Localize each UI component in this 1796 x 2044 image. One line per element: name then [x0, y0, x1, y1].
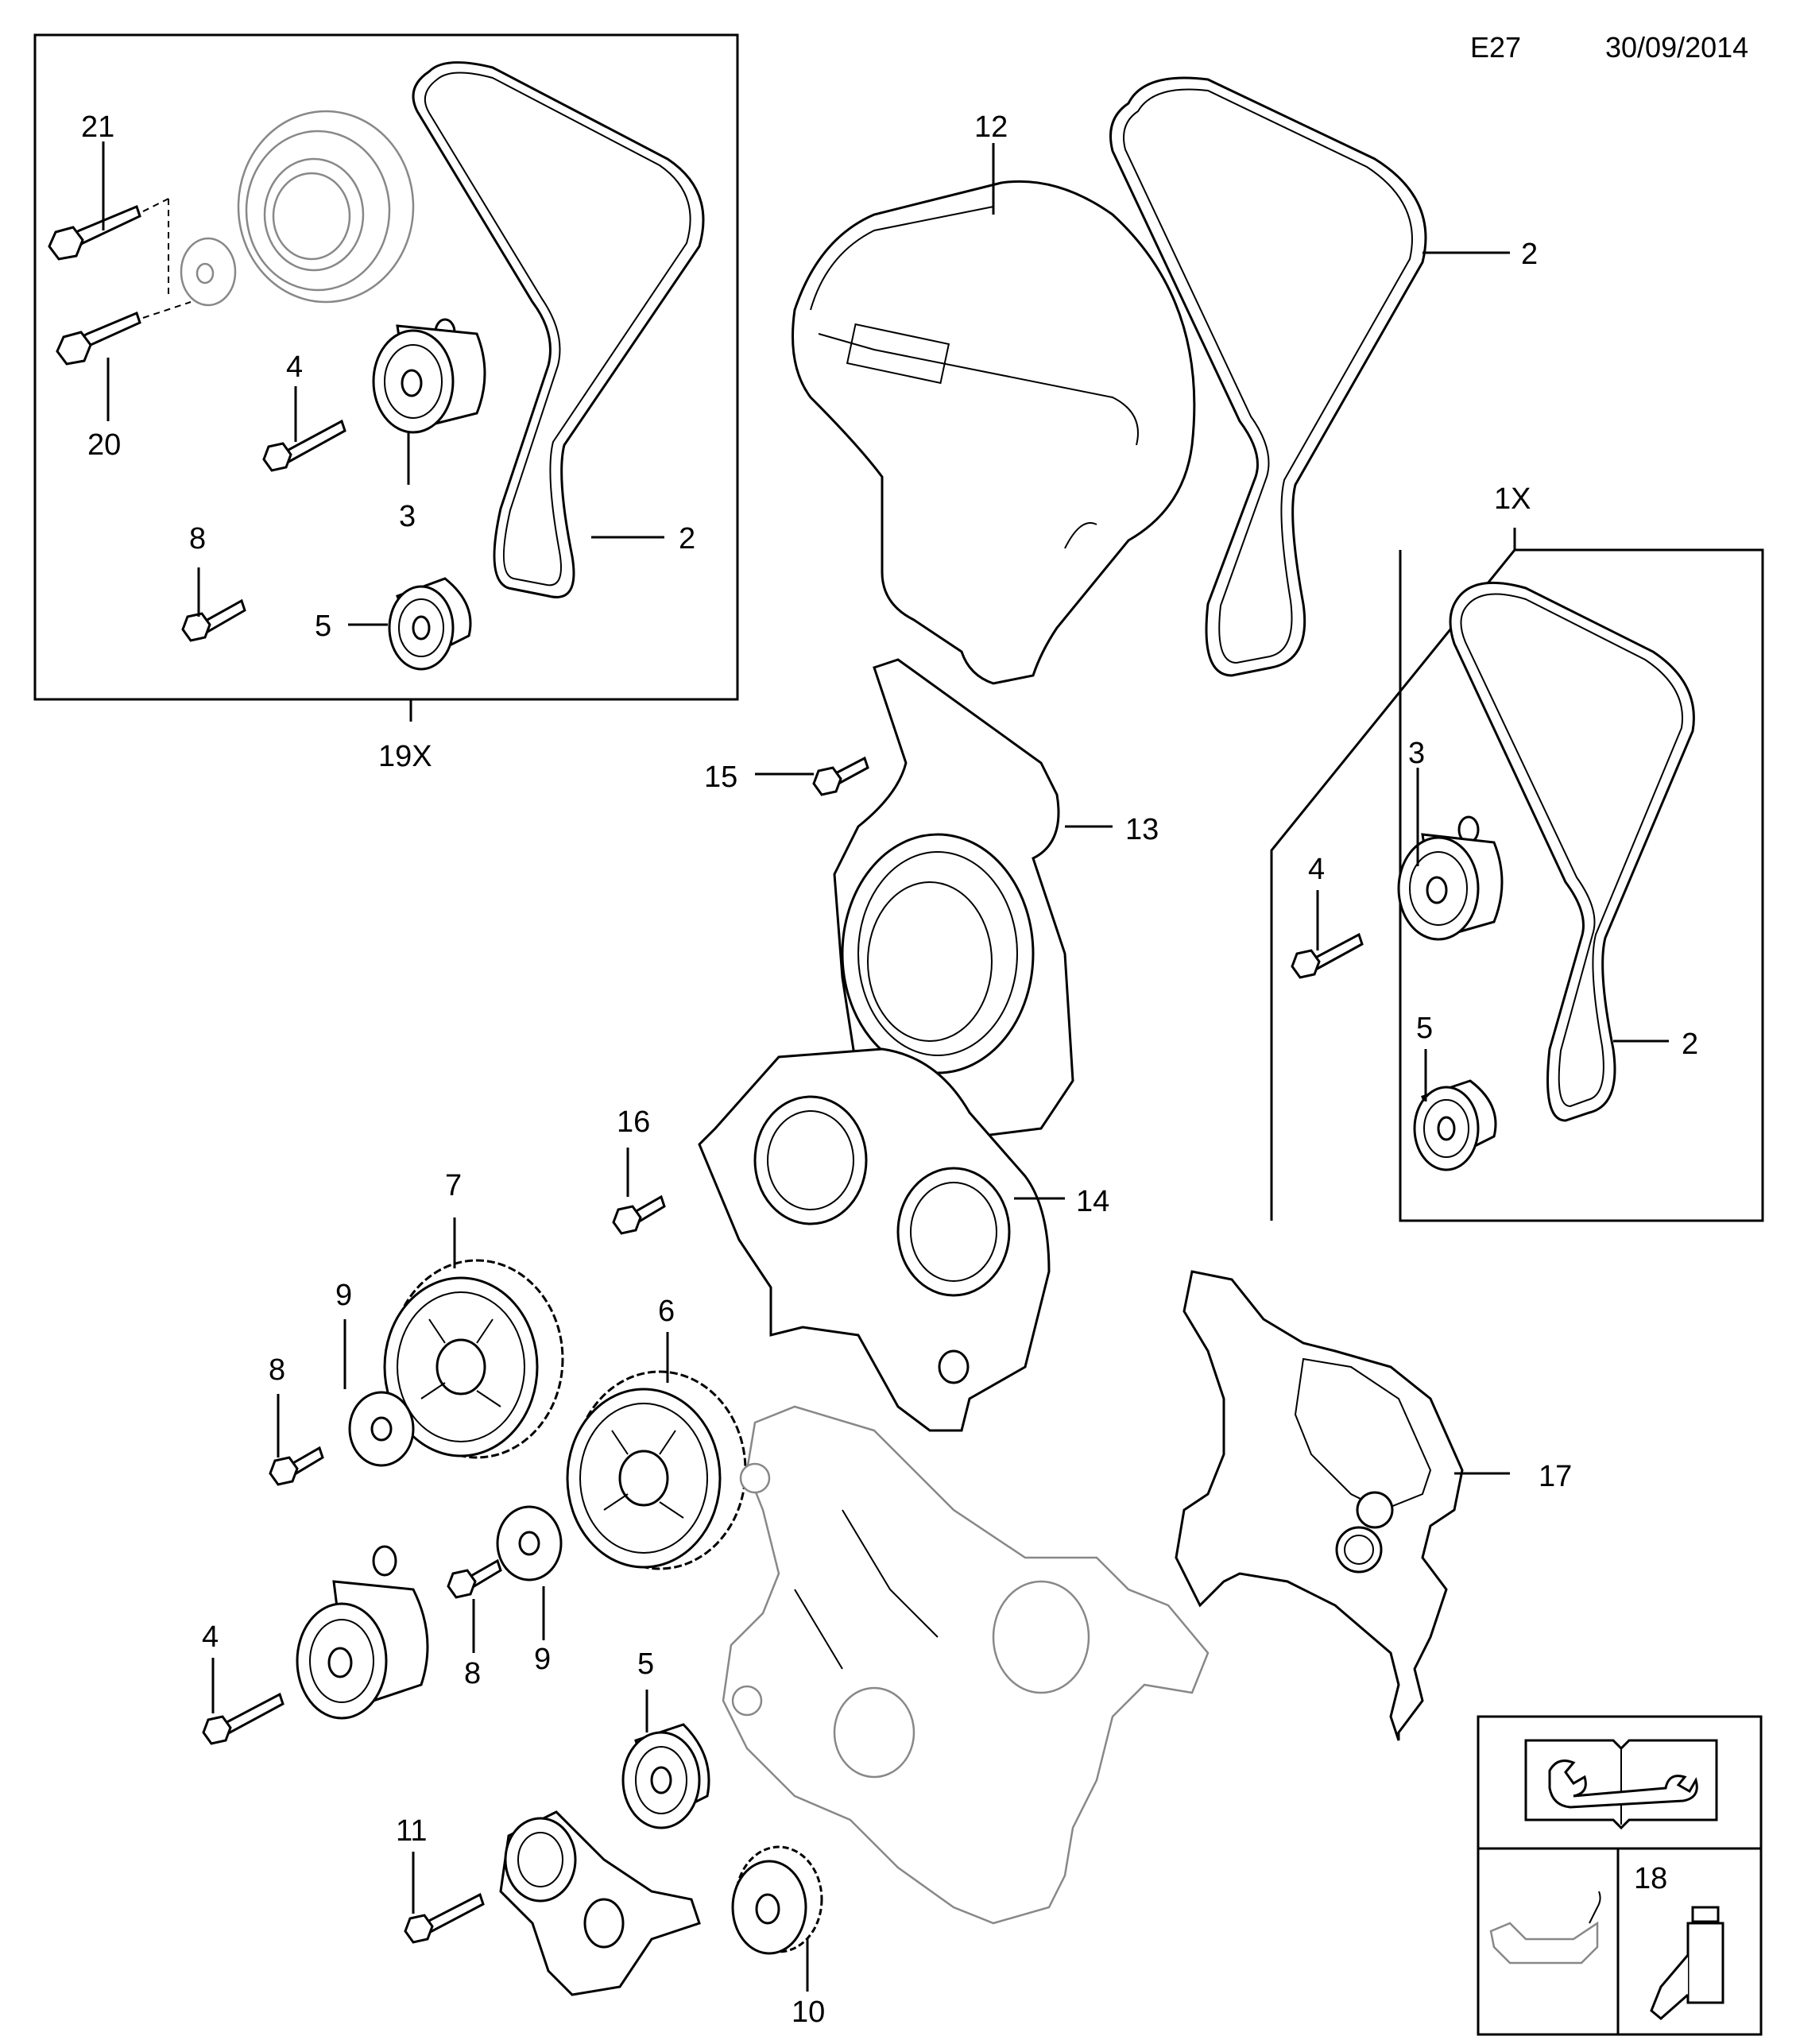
- tensioner-lower: [296, 1545, 429, 1720]
- timing-belt-19x: [412, 61, 705, 598]
- callout-16: 16: [617, 1105, 650, 1139]
- callout-2-1x: 2: [1682, 1028, 1698, 1061]
- idler-5-1x: [1413, 1079, 1497, 1171]
- service-manual-icon: [1524, 1739, 1718, 1830]
- bolt-16: [612, 1194, 666, 1235]
- callout-20: 20: [87, 428, 121, 462]
- idler-5-lower: [621, 1723, 710, 1829]
- timing-belt-center: [1109, 76, 1427, 677]
- callout-2-19x: 2: [679, 522, 695, 556]
- washer-9-upper: [348, 1391, 415, 1467]
- callout-5-1x: 5: [1416, 1012, 1433, 1045]
- callout-7: 7: [445, 1169, 462, 1202]
- lower-timing-cover-14: [698, 1047, 1051, 1432]
- callout-17: 17: [1539, 1460, 1572, 1493]
- callout-9-lower: 9: [534, 1643, 551, 1676]
- auto-tensioner: [499, 1810, 701, 1996]
- callout-12: 12: [974, 110, 1008, 144]
- bolt-4-19x: [262, 419, 346, 472]
- callout-5-lower: 5: [637, 1647, 654, 1681]
- gasket-17: [1175, 1270, 1464, 1741]
- tensioner-3-1x: [1397, 815, 1504, 941]
- idler-5-19x: [388, 577, 472, 671]
- back-plate-seal-13: [833, 658, 1074, 1146]
- crank-sprocket-10: [731, 1845, 823, 1955]
- callout-13: 13: [1125, 813, 1159, 846]
- callout-15: 15: [704, 761, 737, 794]
- bolt-11: [404, 1892, 485, 1944]
- crank-pulley-19x: [237, 110, 415, 304]
- callout-1x: 1X: [1494, 482, 1531, 516]
- callout-6: 6: [658, 1295, 675, 1328]
- upper-timing-cover-12: [792, 180, 1196, 685]
- callout-14: 14: [1076, 1185, 1109, 1218]
- washer-9-lower: [496, 1505, 563, 1581]
- bolt-4-1x: [1291, 932, 1364, 979]
- engine-front-housing: [722, 1405, 1210, 1925]
- cam-pulley-6: [566, 1370, 747, 1570]
- callout-10: 10: [792, 1996, 825, 2029]
- callout-11: 11: [396, 1814, 427, 1848]
- callout-3-1x: 3: [1408, 737, 1425, 770]
- callout-8-19x: 8: [189, 522, 206, 556]
- timing-belt-1x: [1449, 581, 1695, 1122]
- callout-4-1x: 4: [1308, 853, 1325, 886]
- sealant-bottle-icon: [1650, 1906, 1724, 2020]
- callout-4-19x: 4: [286, 350, 303, 384]
- page-code: E27: [1470, 31, 1521, 64]
- bolt-20-icon: [56, 311, 141, 366]
- bolt-21-icon: [48, 204, 141, 261]
- oil-drain-icon: [1489, 1891, 1601, 1965]
- bolt-15: [812, 756, 869, 796]
- kit-1x-box: [1270, 528, 1764, 1222]
- bolt-8-19x: [181, 598, 246, 642]
- bolt-4-lower: [202, 1692, 284, 1745]
- callout-3-19x: 3: [399, 500, 416, 533]
- kit-19x-box: [33, 33, 739, 722]
- callout-9-upper: 9: [335, 1279, 352, 1312]
- callout-8-lower: 8: [464, 1657, 481, 1690]
- tensioner-3-19x: [372, 318, 486, 434]
- callout-4-lower: 4: [202, 1620, 219, 1654]
- callout-19x: 19X: [378, 740, 432, 773]
- callout-8-upper: 8: [269, 1353, 285, 1387]
- legend-box: [1477, 1715, 1763, 2036]
- cam-pulley-7: [383, 1259, 564, 1459]
- callout-21: 21: [81, 110, 114, 144]
- page-date: 30/09/2014: [1605, 31, 1748, 64]
- washer-19x: [180, 237, 237, 307]
- callout-5-19x: 5: [315, 610, 331, 643]
- callout-18: 18: [1634, 1862, 1667, 1895]
- bolt-8-lower: [447, 1558, 502, 1599]
- callout-2-center: 2: [1521, 238, 1538, 271]
- bolt-8-upper: [269, 1446, 324, 1486]
